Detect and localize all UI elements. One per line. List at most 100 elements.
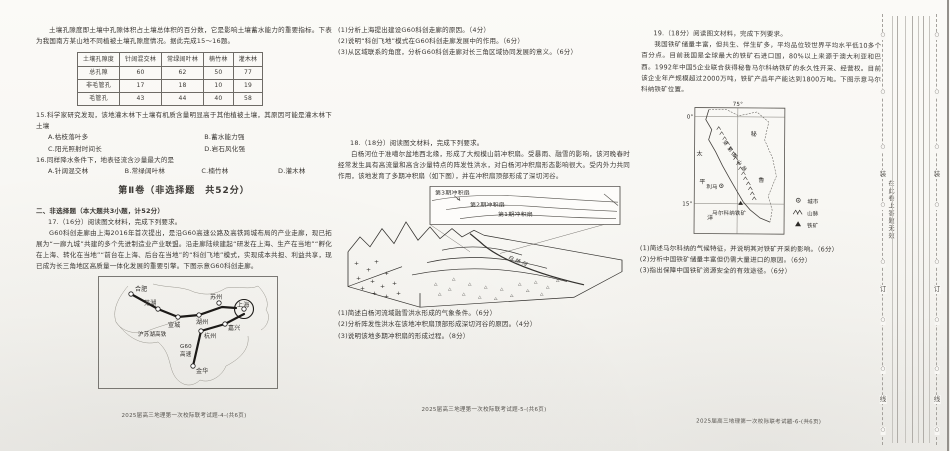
question-17-part-3: (3)从区域联系的角度，分析G60科创走廊对长三角区域协同发展的意义。（6分）: [338, 48, 578, 57]
table-cell: 62: [161, 65, 205, 80]
binding-circle: ○: [880, 202, 886, 210]
bedrock-plus-symbols: +++ +++ +++ +++: [354, 260, 401, 300]
table-cell: 18: [161, 78, 205, 93]
binding-circle: ○: [934, 317, 940, 325]
edge-rule: [905, 16, 906, 443]
binding-circle: ○: [880, 317, 886, 325]
marcona-location-map: 75° 0° 15° 安第斯山脉 秘 鲁 太 平 洋 利马 马尔科纳铁矿 城市: [682, 102, 819, 235]
city-label: 芜湖: [144, 299, 156, 307]
table-row: 毛管孔 43 44 40 58: [76, 91, 264, 107]
legend-city-dot: [797, 199, 799, 201]
table-cell: 总孔隙: [76, 65, 121, 80]
option-a: A.针阔混交林: [48, 166, 89, 175]
option-c: C.楠竹林: [201, 166, 229, 175]
g60-route-lines: [129, 292, 246, 367]
svg-text:△: △: [556, 278, 560, 283]
svg-text:△: △: [434, 281, 438, 286]
table-cell: 60: [119, 65, 163, 80]
option-c: C.阳光照射时间长: [48, 144, 102, 153]
binding-char-zhuang: 装: [933, 170, 941, 179]
lima-label: 利马: [706, 183, 718, 191]
binding-char-ding: 订: [933, 285, 941, 294]
exam-page-4: 土壤孔隙度即土壤中孔隙体积占土壤总体积的百分数，它是影响土壤蓄水能力的重要指标。…: [36, 18, 332, 448]
question-17-part-1: (1)分析上海提出建设G60科创走廊的原因。（4分）: [338, 26, 491, 34]
rail-label: 沪苏湖高铁: [138, 330, 167, 338]
svg-text:△: △: [478, 295, 482, 300]
country-label-char2: 鲁: [758, 176, 764, 184]
binding-circle: ○: [934, 89, 940, 97]
svg-text:+: +: [384, 272, 389, 277]
section-2-note: 二、非选择题（本大题共3小题，计52分）: [36, 206, 165, 215]
question-19-head: 19.（18分）阅读图文材料，完成下列要求。: [653, 29, 787, 39]
answer-space: [338, 59, 630, 138]
binding-circle: ○: [880, 144, 886, 152]
map-legend: 城市 山脉 铁矿: [792, 197, 819, 229]
svg-text:△: △: [452, 276, 456, 281]
road-label-line2: 高速: [180, 350, 192, 358]
country-border: [708, 109, 777, 223]
country-label-char1: 秘: [751, 130, 757, 138]
block-outline: [347, 221, 623, 308]
lima-city-dot: [720, 185, 722, 187]
question-19-text: 我国铁矿储量丰富，但共生、伴生矿多，平均品位较世界平均水平低10多个百分点。目前…: [640, 40, 882, 94]
edge-rule: [892, 16, 893, 443]
question-17-text: G60科创走廊由上海2016年首次提出，是沿G60高速公路及高铁跨城布局的产业走…: [36, 228, 332, 271]
svg-text:+: +: [380, 285, 385, 290]
fan-inset-frame: [429, 186, 621, 226]
map-frame: [98, 275, 278, 389]
svg-text:△: △: [540, 291, 544, 296]
city-label: 金华: [196, 367, 208, 375]
binding-circle: ○: [934, 32, 940, 40]
binding-circle: ○: [880, 32, 886, 40]
fan-stage-labels: 第3期冲积扇 第2期冲积扇 第1期冲积扇: [435, 190, 533, 219]
alluvial-fan-block-diagram: 第3期冲积扇 第2期冲积扇 第1期冲积扇 白杨河 +++ +++: [347, 186, 623, 308]
meridian-75-line: [736, 107, 739, 234]
longitude-label: 75°: [733, 102, 743, 108]
edge-rule: [918, 16, 919, 443]
question-16-options-row: A.针阔混交林 B.常绿阔叶林 C.楠竹林 D.灌木林: [36, 166, 332, 177]
table-cell: 58: [232, 91, 264, 107]
section-2-title: 第Ⅱ卷（非选择题 共52分）: [118, 186, 250, 197]
binding-circle: ○: [934, 259, 940, 267]
inset-connector-lines: [429, 224, 605, 254]
svg-text:△: △: [484, 285, 488, 290]
river-label: 白杨河: [507, 255, 530, 269]
legend-mine-label: 铁矿: [807, 221, 819, 229]
question-16-stem: 16.同样降水条件下，地表径流含沙量最大的是: [36, 155, 175, 164]
binding-circle: ○: [934, 202, 940, 210]
question-15-options-row: A.枯枝落叶多 B.蓄水能力强: [36, 132, 332, 143]
svg-text:△: △: [518, 281, 522, 286]
table-header-cell: 土壤孔隙度: [76, 52, 121, 67]
margin-note-vertical: 在此卷上答题无效: [887, 180, 894, 240]
legend-city-label: 城市: [807, 197, 819, 205]
soil-intro-paragraph: 土壤孔隙度即土壤中孔隙体积占土壤总体积的百分数，它是影响土壤蓄水能力的重要指标。…: [36, 26, 332, 46]
binding-char-xian: 线: [933, 395, 941, 404]
table-header-cell: 灌木林: [232, 52, 264, 67]
table-header-cell: 常绿阔叶林: [161, 52, 205, 67]
svg-text:+: +: [366, 268, 371, 273]
fan-stage-2-label: 第2期冲积扇: [470, 201, 505, 208]
andes-triangle-chain: [716, 126, 757, 201]
question-18-head: 18.（18分）阅读图文材料，完成下列要求。: [350, 138, 484, 147]
page-5-footer: 2025届高三地理第一次校际联考试题-5-(共6页): [421, 407, 547, 413]
map-frame: [693, 107, 786, 235]
equator-line: [694, 116, 785, 118]
table-row: 总孔隙 60 62 50 77: [76, 65, 264, 80]
binding-line-left: ○ ○ ○ 装 ○ ○ 订 ○ ○ 线 ○: [879, 14, 887, 445]
coastline: [705, 109, 771, 223]
svg-text:+: +: [392, 281, 397, 286]
question-19-part-3: (3)指出保障中国铁矿资源安全的有效途径。（6分）: [639, 266, 792, 276]
city-labels: 合肥 芜湖 宣城 湖州 苏州 上海 嘉兴 杭州 金华: [135, 285, 249, 375]
binding-char-zhuang: 装: [879, 170, 887, 179]
edge-rule: [929, 16, 930, 443]
question-18-text: 白杨河位于准噶尔盆地西北缘，形成了大规模山前冲积扇。受暴雨、融雪的影响，该河晚春…: [338, 149, 630, 181]
fan-stage-boundaries: [431, 193, 619, 220]
exam-page-6: 19.（18分）阅读图文材料，完成下列要求。 我国铁矿储量丰富，但共生、伴生矿多…: [639, 21, 882, 448]
city-label: 湖州: [196, 318, 208, 326]
binding-char-ding: 订: [879, 285, 887, 294]
option-b: B.常绿阔叶林: [124, 166, 166, 175]
ocean-label-char1: 太: [697, 150, 703, 158]
exam-page-5: (1)分析上海提出建设G60科创走廊的原因。（4分） (2)说明“科创飞地”模式…: [338, 18, 630, 448]
latitude-15-label: 15°: [682, 201, 692, 207]
